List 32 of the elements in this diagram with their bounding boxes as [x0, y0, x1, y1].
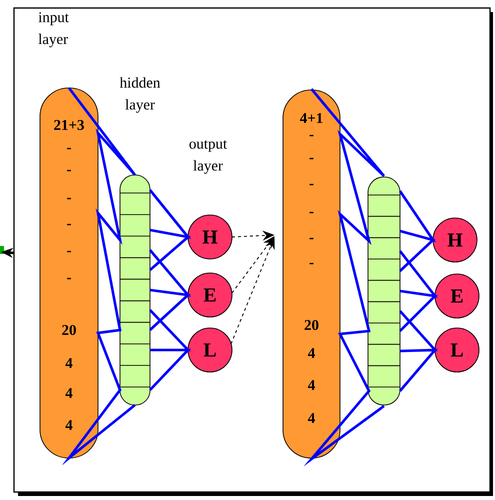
unit-count: - — [310, 262, 314, 264]
unit-count: 4 — [65, 358, 72, 368]
input-column — [282, 90, 340, 458]
unit-count: - — [310, 184, 314, 186]
unit-count: 20 — [304, 320, 318, 330]
input-column — [40, 88, 98, 458]
layer-label: input layer — [38, 12, 69, 48]
unit-count: 21+3 — [54, 120, 84, 130]
connection-lines — [62, 87, 136, 466]
unit-count: - — [310, 212, 314, 214]
frame — [13, 7, 493, 496]
unit-count: 4 — [65, 388, 72, 398]
unit-count: - — [310, 238, 314, 240]
unit-count: 4 — [308, 413, 315, 423]
unit-count: 4 — [308, 380, 315, 390]
connection-lines — [303, 88, 386, 466]
layer-label: hidden layer — [120, 77, 160, 113]
hidden-column — [120, 174, 150, 406]
unit-count: - — [67, 278, 71, 280]
unit-count: - — [67, 198, 71, 200]
hidden-column — [368, 176, 400, 406]
layer-label: output layer — [189, 140, 227, 174]
unit-count: 4 — [308, 348, 315, 358]
unit-count: 4 — [65, 420, 72, 430]
unit-count: - — [67, 170, 71, 172]
unit-count: - — [310, 158, 314, 160]
unit-count: - — [310, 134, 314, 136]
unit-count: 4+1 — [300, 113, 322, 123]
unit-count: - — [67, 250, 71, 252]
unit-count: - — [67, 224, 71, 226]
unit-count: 20 — [62, 324, 76, 336]
unit-count: - — [67, 148, 71, 150]
